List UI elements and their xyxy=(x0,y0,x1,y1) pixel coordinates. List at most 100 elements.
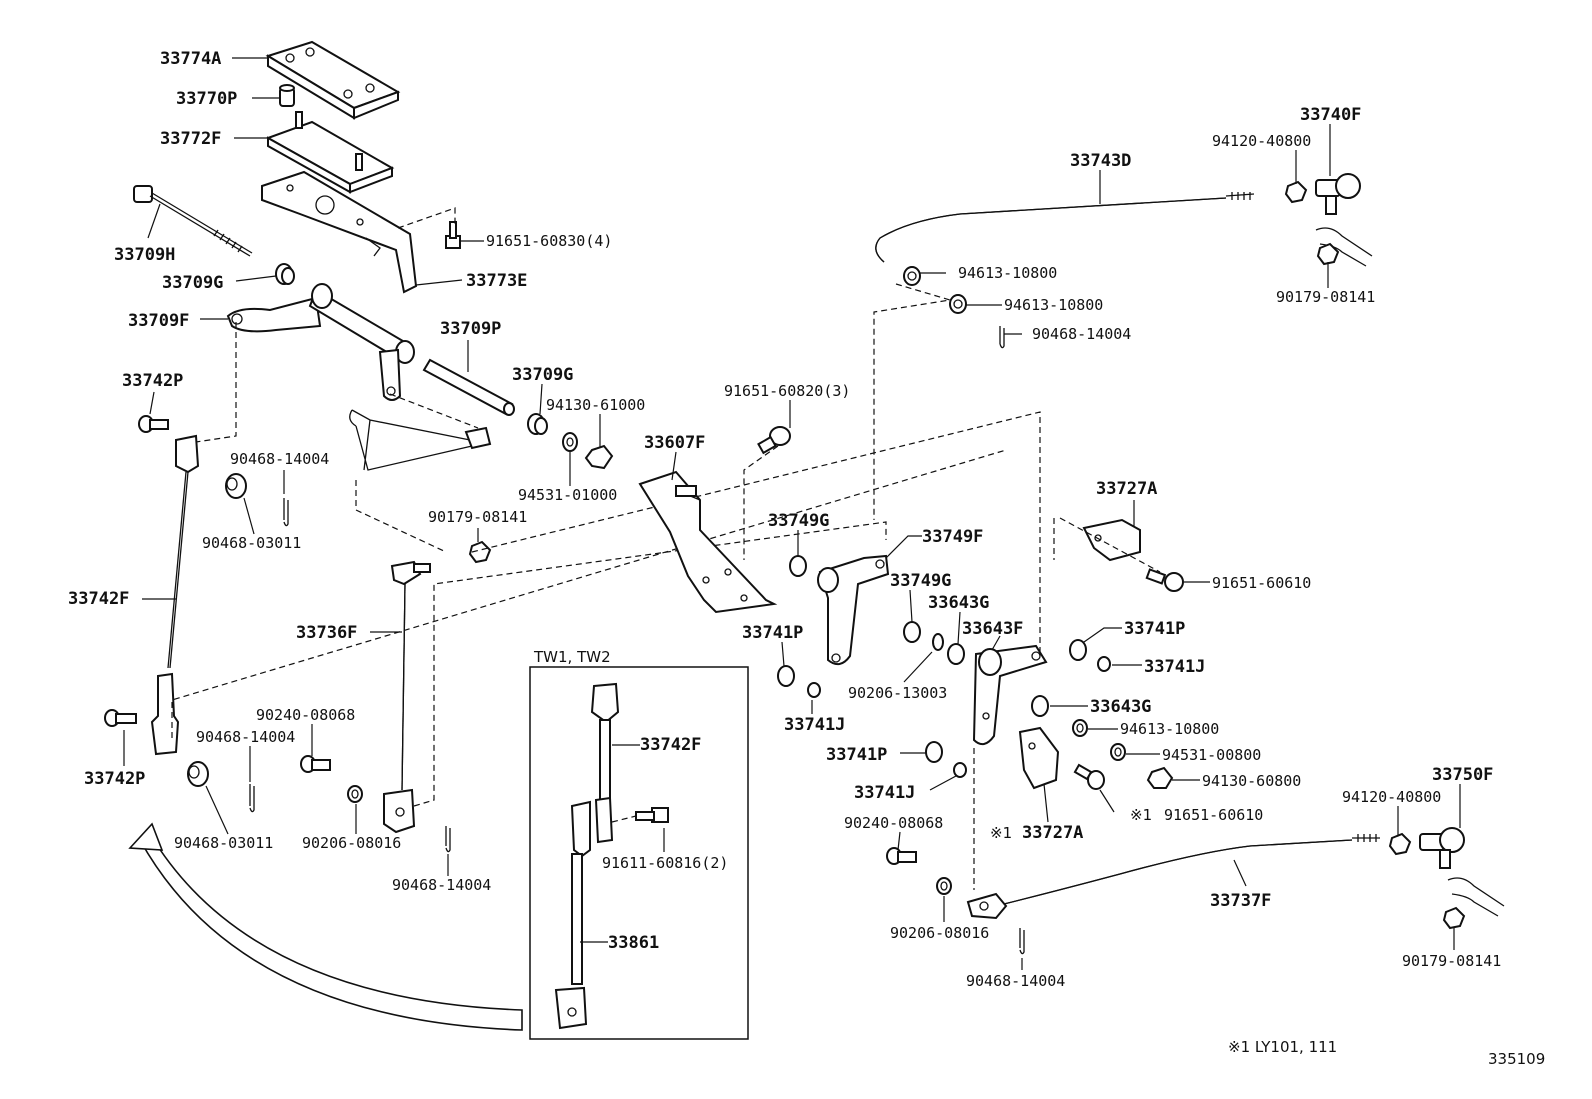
note-mark-2: ※1 xyxy=(990,824,1012,842)
bolt-90240-08068-b xyxy=(886,847,917,865)
label-33750F: 33750F xyxy=(1432,765,1493,785)
bolt-91651-60830 xyxy=(445,221,461,249)
pin-33770P xyxy=(279,84,295,107)
nut-90179-08141-b xyxy=(1316,242,1340,266)
reference-arrow xyxy=(128,822,523,1031)
label-33861: 33861 xyxy=(608,933,659,953)
bushing-33709G-a xyxy=(275,263,295,285)
label-33743D: 33743D xyxy=(1070,151,1131,171)
pin-90468-14004-b xyxy=(249,784,255,813)
label-33741J-a: 33741J xyxy=(784,715,845,735)
inset-box xyxy=(529,666,749,1040)
pin-90468-14004-e xyxy=(1019,928,1025,955)
label-33749F: 33749F xyxy=(922,527,983,547)
washer-94613-10800-c xyxy=(1072,719,1088,737)
collar-33741J-c xyxy=(953,762,967,778)
bushing-33741P-a xyxy=(777,665,795,687)
bushing-33741P-c xyxy=(925,741,943,763)
nut-90179-08141-c xyxy=(1442,906,1466,930)
label-91651-60820: 91651-60820(3) xyxy=(724,382,850,400)
pin-90468-14004-a xyxy=(283,498,289,527)
label-91651-60830: 91651-60830(4) xyxy=(486,232,612,250)
bolt-91651-60610-a xyxy=(1145,568,1184,592)
label-33607F: 33607F xyxy=(644,433,705,453)
rod-33736F xyxy=(383,560,431,834)
label-33709F: 33709F xyxy=(128,311,189,331)
bolt-91651-60610-b xyxy=(1073,763,1105,790)
nut-94130-60800 xyxy=(1146,766,1174,789)
label-33737F: 33737F xyxy=(1210,891,1271,911)
nut-90179-08141-a xyxy=(468,540,492,564)
label-33774A: 33774A xyxy=(160,49,221,69)
label-90468-14004-d: 90468-14004 xyxy=(1032,325,1131,343)
label-33741P-b: 33741P xyxy=(1124,619,1185,639)
inset-rod-33742F xyxy=(590,682,620,844)
label-90240-08068-b: 90240-08068 xyxy=(844,814,943,832)
pin-90468-14004-c xyxy=(445,826,451,853)
label-90468-14004-b: 90468-14004 xyxy=(196,728,295,746)
label-33740F: 33740F xyxy=(1300,105,1361,125)
frame-member xyxy=(349,409,492,471)
label-94531-00800: 94531-00800 xyxy=(1162,746,1261,764)
label-90179-08141-c: 90179-08141 xyxy=(1402,952,1501,970)
label-33709G-a: 33709G xyxy=(162,273,223,293)
label-33643G-a: 33643G xyxy=(928,593,989,613)
label-33741J-b: 33741J xyxy=(1144,657,1205,677)
label-33727A-b: 33727A xyxy=(1022,823,1083,843)
label-33709P: 33709P xyxy=(440,319,501,339)
label-33709G-b: 33709G xyxy=(512,365,573,385)
label-33741J-c: 33741J xyxy=(854,783,915,803)
washer-94531-00800 xyxy=(1110,743,1126,761)
label-33770P: 33770P xyxy=(176,89,237,109)
label-90206-08016-b: 90206-08016 xyxy=(890,924,989,942)
bracket-33607F xyxy=(638,470,778,614)
arm-end-lower-right xyxy=(1447,877,1505,917)
rod-33737F xyxy=(966,834,1380,920)
inset-bolt-91611-60816 xyxy=(635,807,669,823)
bolt-33709H xyxy=(133,185,253,257)
plate-33774A xyxy=(265,40,401,120)
pin-90468-14004-d xyxy=(999,326,1005,349)
label-94531-01000: 94531-01000 xyxy=(518,486,617,504)
bracket-33727A-a xyxy=(1082,518,1141,562)
bushing-33741P-b xyxy=(1069,639,1087,661)
label-90206-08016-a: 90206-08016 xyxy=(302,834,401,852)
washer-90206-08016-a xyxy=(347,785,363,803)
label-33772F: 33772F xyxy=(160,129,221,149)
label-33749G-a: 33749G xyxy=(768,511,829,531)
label-33709H: 33709H xyxy=(114,245,175,265)
label-91651-60610-a: 91651-60610 xyxy=(1212,574,1311,592)
part-labels: 33774A 33770P 33772F 33709H 33709G 33709… xyxy=(68,49,1545,1068)
note-mark-1: ※1 xyxy=(1130,806,1152,824)
bracket-33773E xyxy=(261,170,418,294)
label-90206-13003: 90206-13003 xyxy=(848,684,947,702)
leader-lines xyxy=(123,57,1461,970)
collar-33741J-b xyxy=(1097,656,1111,672)
lever-33643F xyxy=(972,644,1048,746)
ball-joint-33740F xyxy=(1315,173,1361,215)
bolt-91651-60820 xyxy=(757,426,791,455)
clip-90468-03011-a xyxy=(225,473,247,499)
lever-33749F xyxy=(817,554,890,666)
label-33742F-b: 33742F xyxy=(640,735,701,755)
label-94130-60800: 94130-60800 xyxy=(1202,772,1301,790)
label-90179-08141-b: 90179-08141 xyxy=(1276,288,1375,306)
label-33741P-c: 33741P xyxy=(826,745,887,765)
inset-title: TW1, TW2 xyxy=(533,648,611,666)
ball-joint-33750F xyxy=(1419,827,1465,869)
bushing-33709G-b xyxy=(527,413,548,435)
plate-33772F xyxy=(265,111,395,194)
label-94130-61000: 94130-61000 xyxy=(546,396,645,414)
nut-94130-61000 xyxy=(584,444,614,470)
label-33741P-a: 33741P xyxy=(742,623,803,643)
label-90468-14004-a: 90468-14004 xyxy=(230,450,329,468)
label-33727A-a: 33727A xyxy=(1096,479,1157,499)
label-90468-03011-a: 90468-03011 xyxy=(202,534,301,552)
bracket-33727A-b xyxy=(1018,726,1060,790)
inset-rod-33861 xyxy=(554,800,591,1030)
label-94613-10800-c: 94613-10800 xyxy=(1120,720,1219,738)
label-91651-60610-b: 91651-60610 xyxy=(1164,806,1263,824)
nut-94120-40800-a xyxy=(1284,180,1308,204)
